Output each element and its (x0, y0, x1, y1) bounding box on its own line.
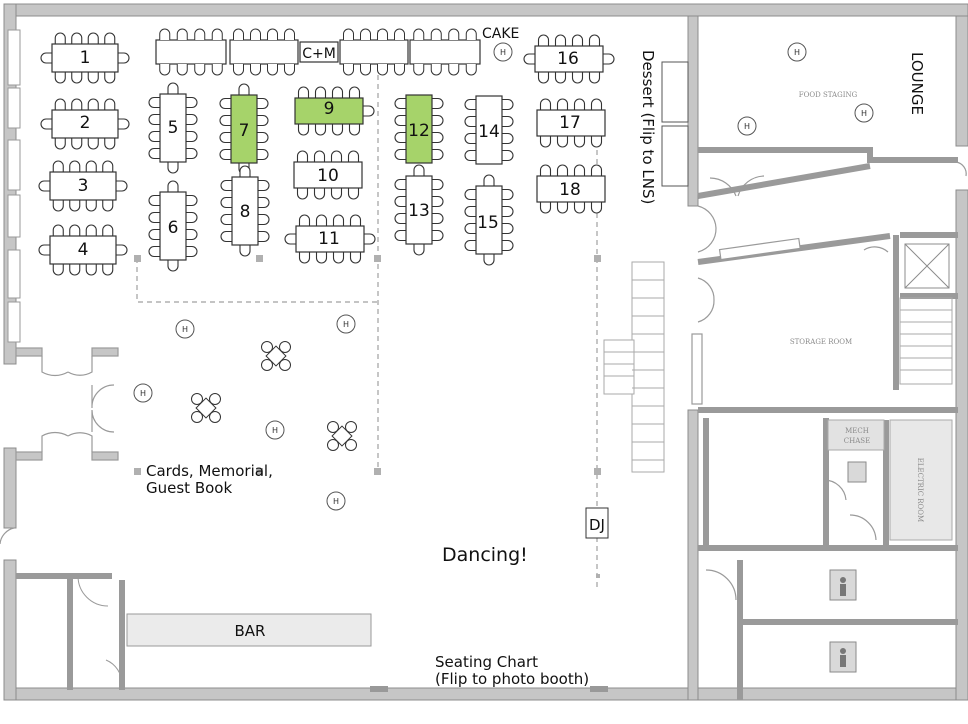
dessert-label: Dessert (Flip to LNS) (639, 50, 657, 204)
cocktail-table-2 (191, 393, 221, 423)
table-9-number: 9 (324, 99, 335, 119)
table-18-number: 18 (559, 180, 581, 200)
svg-text:H: H (744, 122, 750, 131)
dj-box (585, 507, 609, 539)
table-1-number: 1 (80, 48, 91, 68)
table-10-number: 10 (317, 166, 339, 186)
lounge-label: LOUNGE (908, 52, 926, 115)
heater-icon: H (133, 383, 153, 403)
table-2 (40, 98, 130, 150)
svg-text:H: H (182, 325, 188, 334)
dj-label: DJ (589, 516, 605, 534)
heater-icon: H (326, 491, 346, 511)
table-10 (293, 150, 363, 200)
svg-text:H: H (861, 109, 867, 118)
table-2-number: 2 (80, 113, 91, 133)
svg-text:H: H (140, 389, 146, 398)
side-rooms (697, 147, 958, 700)
table-4 (38, 224, 128, 276)
table-6 (148, 180, 198, 272)
dessert-tables (661, 61, 689, 187)
bar-counter (126, 613, 372, 647)
pillars (134, 138, 601, 578)
dashed-boundary (136, 30, 598, 590)
heater-icon: H (787, 42, 807, 62)
main-stairs (603, 261, 665, 473)
left-windows (7, 29, 21, 343)
table-3 (38, 160, 128, 212)
table-8 (220, 165, 270, 257)
table-4-number: 4 (78, 240, 89, 260)
heater-icon: H (493, 42, 513, 62)
cocktail-tables (191, 341, 357, 451)
right-doors (691, 161, 967, 601)
table-12-number: 12 (408, 121, 430, 141)
bar-label: BAR (235, 622, 266, 640)
heater-icon: H (854, 103, 874, 123)
mech-chase-label-2: CHASE (844, 437, 870, 445)
svg-text:H: H (794, 48, 800, 57)
left-entrance (0, 347, 119, 545)
table-5-number: 5 (168, 118, 179, 138)
table-13-number: 13 (408, 201, 430, 221)
electric-room-label: ELECTRIC ROOM (916, 458, 924, 522)
seating-chart-label-1: Seating Chart (435, 653, 538, 671)
head-table (155, 39, 481, 65)
svg-text:H: H (500, 48, 506, 57)
couple-seat-label: C+M (302, 46, 336, 62)
table-18 (536, 164, 606, 214)
tables-layer (38, 28, 615, 276)
table-14 (464, 95, 514, 165)
mech-chase-box (827, 419, 885, 451)
heater-icon: H (175, 319, 195, 339)
mech-chase-label-1: MECH (845, 427, 869, 435)
side-stairs (899, 297, 953, 385)
dancing-label: Dancing! (442, 544, 528, 566)
restroom-icons (829, 461, 867, 673)
storage-room-label: STORAGE ROOM (790, 338, 852, 346)
svg-text:H: H (343, 320, 349, 329)
table-5 (148, 82, 198, 174)
table-16-number: 16 (557, 49, 579, 69)
table-15-number: 15 (477, 213, 499, 233)
table-7 (219, 83, 269, 175)
cards-label-line-2: Guest Book (146, 479, 232, 497)
svg-text:H: H (272, 426, 278, 435)
table-7-number: 7 (239, 121, 250, 141)
table-6-number: 6 (168, 218, 179, 238)
electric-room-box (889, 419, 953, 541)
heater-icon: H (737, 116, 757, 136)
cards-label-line-1: Cards, Memorial, (146, 462, 273, 480)
table-16 (523, 34, 615, 84)
heater-icon: H (265, 420, 285, 440)
heater-icon: H (336, 314, 356, 334)
table-11-number: 11 (318, 229, 340, 249)
cocktail-table-3 (327, 421, 357, 451)
svg-text:H: H (333, 497, 339, 506)
heater-markers: H H H H H H H H H (133, 42, 874, 511)
table-11 (284, 214, 376, 264)
cocktail-table-1 (261, 341, 291, 371)
head-table-chairs (159, 28, 477, 76)
table-13 (394, 164, 444, 256)
table-1 (40, 32, 130, 84)
table-12 (394, 94, 444, 164)
table-17-number: 17 (559, 113, 581, 133)
food-staging-label: FOOD STAGING (799, 91, 858, 99)
elevator (904, 243, 950, 289)
table-17 (536, 98, 606, 148)
table-15 (464, 174, 514, 266)
seating-chart-label-2: (Flip to photo booth) (435, 670, 589, 688)
table-14-number: 14 (478, 122, 500, 142)
cake-label: CAKE (482, 26, 519, 42)
table-3-number: 3 (78, 176, 89, 196)
table-8-number: 8 (240, 202, 251, 222)
lower-left-rooms (16, 573, 125, 690)
table-9 (294, 86, 375, 136)
